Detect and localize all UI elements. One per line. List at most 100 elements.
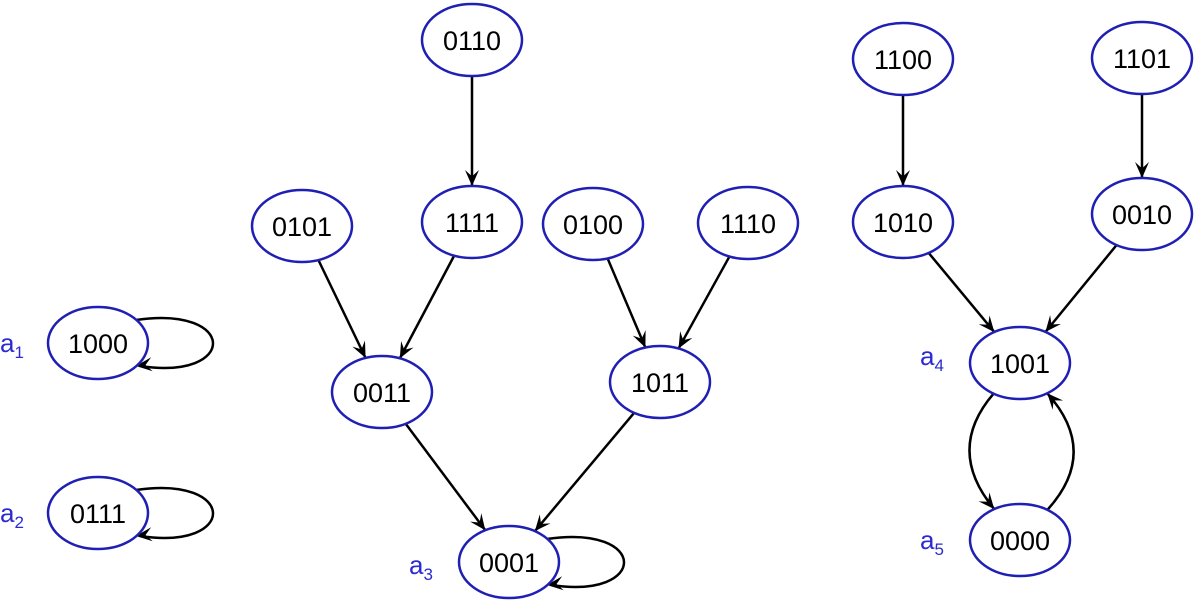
edge-0101-to-0011-line <box>317 259 367 359</box>
node-label: 1111 <box>445 208 499 238</box>
edge-0111-to-0111-arrowhead <box>136 527 153 542</box>
edge-1000-to-1000-line <box>135 316 215 370</box>
attractor-index: 1 <box>14 343 23 362</box>
node-label: 1100 <box>874 45 932 75</box>
attractor-letter: a <box>0 498 15 528</box>
edge-0101-to-0011-arrowhead <box>352 340 366 358</box>
edge-0010-to-1001-arrowhead <box>1045 315 1061 332</box>
state-node-0010: 0010 <box>1090 176 1194 252</box>
attractor-label-2: a2 <box>0 498 24 532</box>
edge-1111-to-0011-arrowhead <box>399 340 414 359</box>
edge-0110-to-1111 <box>465 76 479 186</box>
node-label: 0110 <box>443 26 501 56</box>
edge-1101-to-0010-arrowhead <box>1135 162 1149 178</box>
state-node-1010: 1010 <box>851 184 955 260</box>
node-ellipse <box>46 305 150 381</box>
node-ellipse <box>250 188 354 264</box>
edge-0100-to-1011-arrowhead <box>632 330 646 348</box>
node-label: 0111 <box>70 499 126 529</box>
attractor-letter: a <box>409 550 424 580</box>
edge-0010-to-1001-line <box>1044 244 1118 333</box>
edge-1111-to-0011 <box>398 255 456 359</box>
attractor-label-1: a1 <box>0 328 24 362</box>
edge-1011-to-0001-line <box>533 412 636 532</box>
node-ellipse <box>1090 176 1194 252</box>
attractor-label-4: a4 <box>920 341 944 375</box>
node-label: 1101 <box>1113 44 1171 74</box>
edge-0000-to-1001 <box>1046 392 1075 511</box>
edge-1010-to-1001-arrowhead <box>978 315 995 333</box>
node-ellipse <box>46 475 150 551</box>
node-ellipse <box>696 185 800 261</box>
edge-1001-to-0000-line <box>968 392 996 510</box>
attractor-letter: a <box>0 328 15 358</box>
edge-1100-to-1010-arrowhead <box>896 170 910 186</box>
node-label: 0001 <box>479 548 539 578</box>
node-ellipse <box>968 502 1072 578</box>
edge-1001-to-0000 <box>968 392 996 510</box>
attractor-label-5: a5 <box>920 525 944 559</box>
node-ellipse <box>851 184 955 260</box>
edge-0110-to-1111-arrowhead <box>465 170 479 186</box>
edge-0011-to-0001 <box>404 422 487 532</box>
edge-0001-to-0001-arrowhead <box>547 576 564 591</box>
edge-0000-to-1001-line <box>1046 392 1075 511</box>
attractor-index: 4 <box>934 356 943 375</box>
node-label: 1110 <box>720 209 776 239</box>
node-ellipse <box>1090 20 1194 96</box>
node-ellipse <box>608 344 712 420</box>
node-ellipse <box>541 186 645 262</box>
node-label: 1001 <box>990 349 1050 379</box>
edge-1100-to-1010 <box>896 95 910 186</box>
edge-0101-to-0011 <box>317 259 367 359</box>
edge-0011-to-0001-arrowhead <box>470 513 486 531</box>
node-label: 0011 <box>353 378 411 408</box>
node-label: 1000 <box>68 329 128 359</box>
edge-0111-to-0111 <box>135 486 215 542</box>
edge-0001-to-0001-line <box>546 535 626 589</box>
state-node-1110: 1110 <box>696 185 800 261</box>
state-node-0110: 0110 <box>420 2 524 78</box>
attractor-index: 3 <box>423 565 432 584</box>
edge-0011-to-0001-line <box>404 422 487 532</box>
edge-0100-to-1011 <box>606 257 647 349</box>
edge-0001-to-0001 <box>546 535 626 591</box>
state-node-0101: 0101 <box>250 188 354 264</box>
edge-1111-to-0011-line <box>398 255 456 359</box>
edge-1001-to-0000-arrowhead <box>978 492 995 510</box>
edge-1000-to-1000-arrowhead <box>136 357 153 372</box>
edge-0111-to-0111-line <box>135 486 215 540</box>
node-label: 0100 <box>563 210 623 240</box>
node-label: 0101 <box>272 212 332 242</box>
state-node-1001: 1001 <box>968 325 1072 401</box>
node-label: 0000 <box>990 526 1050 556</box>
node-ellipse <box>330 354 434 430</box>
edge-0100-to-1011-line <box>606 257 647 349</box>
state-node-0000: 0000 <box>968 502 1072 578</box>
node-label: 1011 <box>631 368 689 398</box>
edges-layer <box>135 76 1149 591</box>
node-ellipse <box>420 184 524 260</box>
state-node-1111: 1111 <box>420 184 524 260</box>
attractor-label-3: a3 <box>409 550 433 584</box>
edge-0010-to-1001 <box>1044 244 1118 333</box>
edge-1011-to-0001 <box>533 412 636 532</box>
edge-0000-to-1001-arrowhead <box>1047 393 1064 410</box>
state-node-1011: 1011 <box>608 344 712 420</box>
edge-1110-to-1011-arrowhead <box>678 331 693 349</box>
edge-1010-to-1001-line <box>927 252 996 333</box>
state-node-0100: 0100 <box>541 186 645 262</box>
state-node-1101: 1101 <box>1090 20 1194 96</box>
state-node-1100: 1100 <box>851 21 955 97</box>
node-label: 1010 <box>873 208 933 238</box>
edge-1101-to-0010 <box>1135 94 1149 178</box>
state-node-0111: 0111 <box>46 475 150 551</box>
state-node-0001: 0001 <box>457 524 561 600</box>
edge-1000-to-1000 <box>135 316 215 372</box>
node-ellipse <box>420 2 524 78</box>
attractor-letter: a <box>920 341 935 371</box>
node-label: 0010 <box>1112 200 1172 230</box>
attractor-letter: a <box>920 525 935 555</box>
attractor-index: 2 <box>14 513 23 532</box>
